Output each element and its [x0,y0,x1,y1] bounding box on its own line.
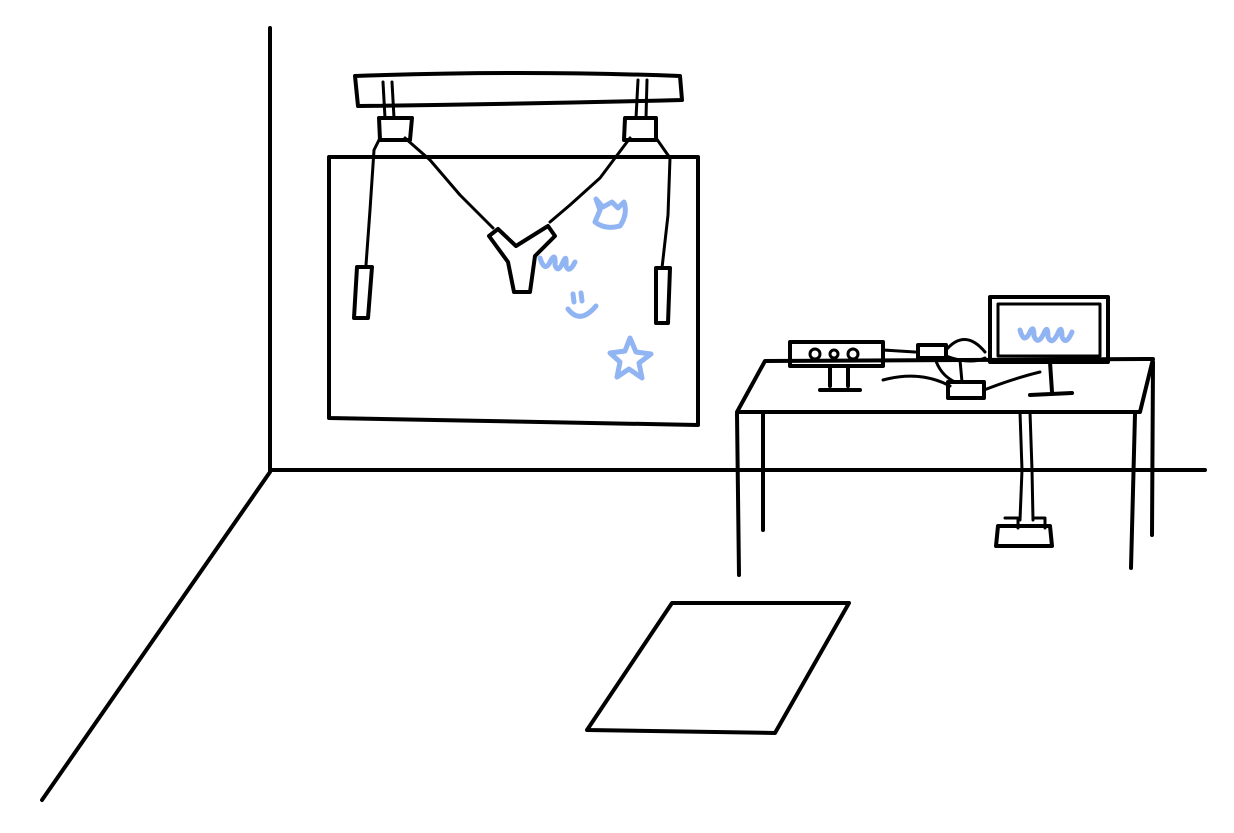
left-pen-cable [405,138,493,228]
projector-lens-2-icon [830,350,838,358]
cables-down-to-floor [1020,412,1033,520]
canvas-drawings [540,199,651,378]
cat-face-doodle-icon [595,199,625,227]
projector-lens-3-icon [848,349,858,359]
star-doodle-icon [610,338,651,378]
floor-power-box [996,526,1052,546]
controller-board [948,382,984,398]
pen-gondola [489,226,555,292]
right-carriage [624,118,656,140]
right-counterweight [656,268,670,323]
floor-perspective-line [42,472,270,800]
projector-device [790,342,883,390]
desk-leg-front-left [737,414,739,575]
projector-stand [820,366,860,390]
monitor-stand [1030,362,1072,395]
pen-holder [489,226,555,292]
rail-left-post [383,82,394,118]
desk-leg-front-right [1131,414,1135,568]
cable-box-to-monitor [946,339,985,361]
floor-mat [587,603,849,733]
hanging-cables [354,138,670,323]
desk-leg-back-right [1152,362,1153,535]
overhead-rail-assembly [355,73,682,140]
desk [737,359,1153,575]
smiley-doodle-icon [568,293,596,316]
electronics [883,339,1052,546]
floor-mat-outline [587,603,849,733]
projector-lens-1-icon [810,349,820,359]
rail-bar [355,73,682,106]
left-counterweight [354,267,372,318]
monitor-wave-icon [1020,329,1072,341]
left-carriage [379,118,412,140]
controller-box [918,345,946,358]
cable-board-to-monitor [984,372,1040,390]
wave-doodle-icon [540,257,575,269]
